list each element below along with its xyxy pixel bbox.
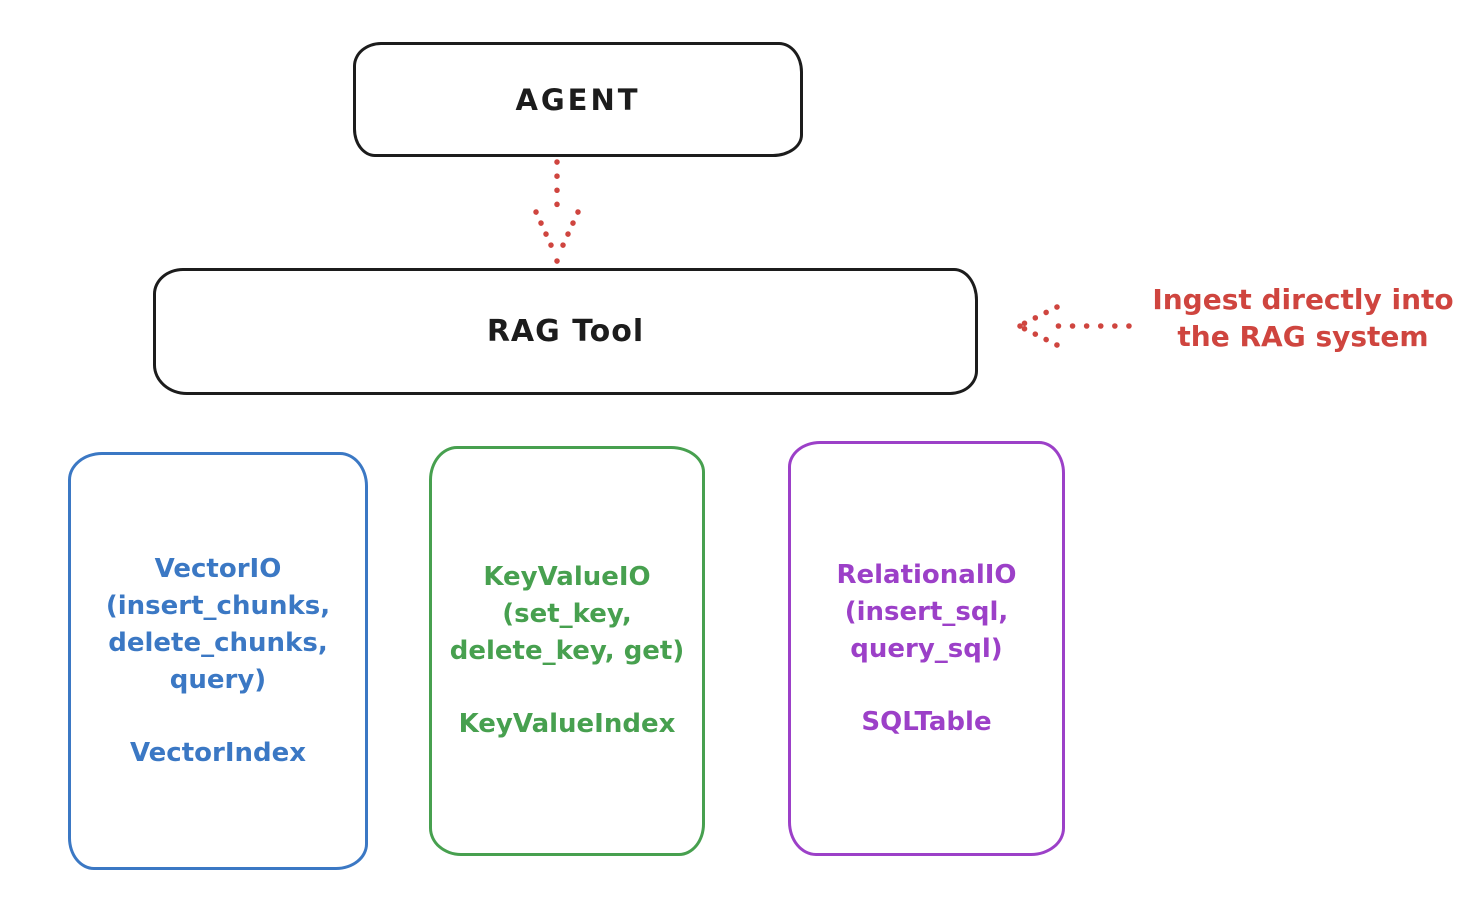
agent-label: AGENT (515, 82, 641, 117)
keyvalue-io-methods: KeyValueIO (set_key, delete_key, get) (449, 562, 685, 666)
vector-io-index-label: VectorIndex (129, 737, 307, 768)
relational-io-methods: RelationalIO (insert_sql, query_sql) (836, 559, 1017, 664)
keyvalue-io-index-label: KeyValueIndex (458, 709, 676, 739)
dotted-down-arrow-icon (533, 159, 581, 264)
vector-io-methods: VectorIO (insert_chunks, delete_chunks, … (105, 553, 331, 695)
relational-io-table-label: SQLTable (861, 706, 992, 737)
vector-io-box: VectorIO (insert_chunks, delete_chunks, … (68, 452, 368, 870)
keyvalue-io-box: KeyValueIO (set_key, delete_key, get) Ke… (429, 446, 705, 856)
rag-tool-label: RAG Tool (486, 314, 645, 349)
relational-io-box: RelationalIO (insert_sql, query_sql) SQL… (788, 441, 1065, 856)
ingest-annotation: Ingest directly into the RAG system (1152, 283, 1454, 353)
agent-node: AGENT (353, 42, 803, 157)
dotted-left-arrow-icon (1017, 304, 1132, 348)
rag-tool-node: RAG Tool (153, 268, 978, 395)
